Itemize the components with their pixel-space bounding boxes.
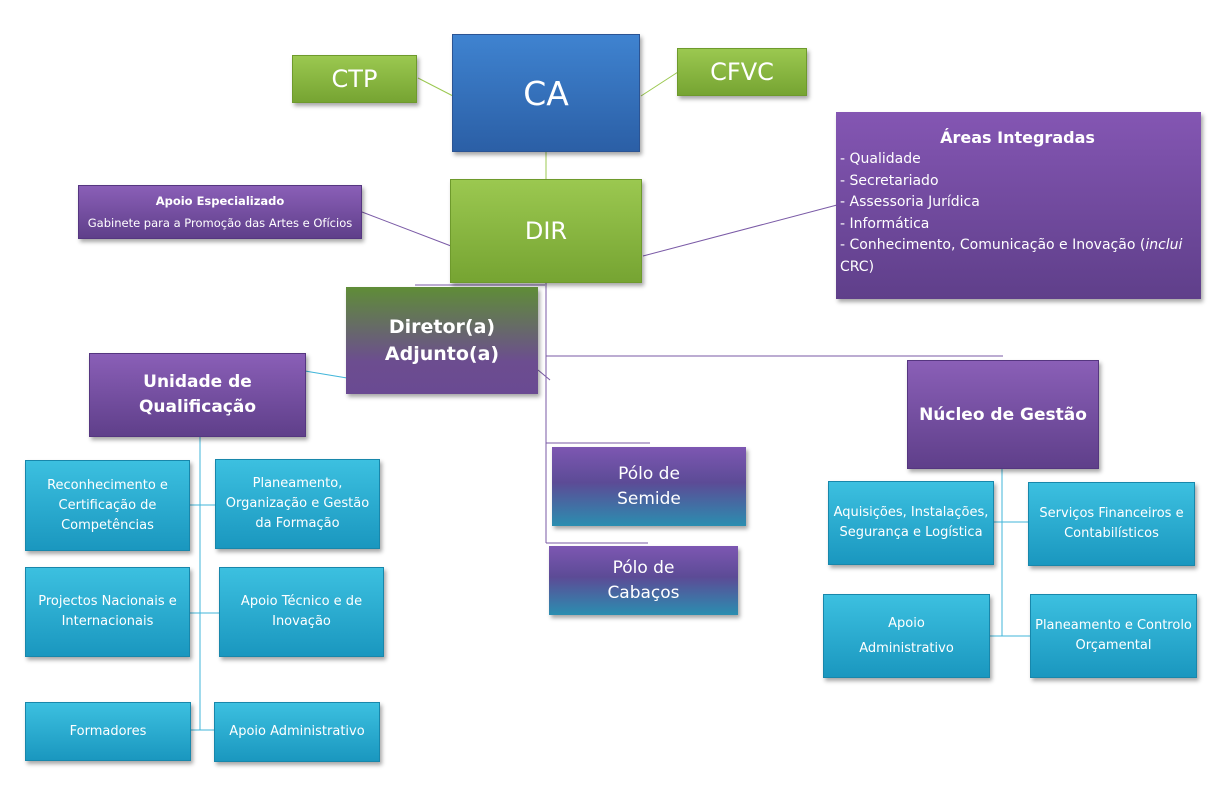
- areas-item-conhecimento-text: - Conhecimento, Comunicação e Inovação (: [840, 237, 1146, 253]
- uq-projectos-label: Projectos Nacionais e Internacionais: [38, 594, 177, 629]
- uq-formadores-label: Formadores: [69, 723, 147, 739]
- unidade-qualificacao-box: Unidade de Qualificação: [89, 353, 306, 437]
- apoio-especializado-title: Apoio Especializado: [155, 194, 285, 208]
- nucleo-gestao-box: Núcleo de Gestão: [907, 360, 1099, 469]
- ng-planeamento-label: Planeamento e Controlo Orçamental: [1035, 618, 1192, 653]
- areas-item-conhecimento: - Conhecimento, Comunicação e Inovação (…: [840, 235, 1195, 257]
- areas-integradas-title: Áreas Integradas: [940, 128, 1095, 147]
- ng-planeamento-box: Planeamento e Controlo Orçamental: [1030, 594, 1197, 678]
- uq-apoio-tecnico-box: Apoio Técnico e de Inovação: [219, 567, 384, 657]
- polo-semide-line2: Semide: [617, 488, 681, 509]
- ca-box: CA: [452, 34, 640, 152]
- uq-reconhecimento-box: Reconhecimento e Certificação de Competê…: [25, 460, 190, 551]
- areas-item-informatica: - Informática: [840, 215, 930, 232]
- areas-item-assessoria: - Assessoria Jurídica: [840, 194, 980, 210]
- uq-reconhecimento-label: Reconhecimento e Certificação de Competê…: [47, 477, 168, 533]
- dir-label: DIR: [524, 217, 568, 245]
- polo-semide-box: Pólo de Semide: [552, 447, 746, 526]
- diretor-adjunto-line1: Diretor(a): [388, 315, 496, 338]
- areas-item-italic: inclui: [1145, 237, 1183, 253]
- areas-item-qualidade: - Qualidade: [840, 151, 921, 167]
- uq-apoio-administrativo-box: Apoio Administrativo: [214, 702, 380, 762]
- dir-box: DIR: [450, 179, 642, 283]
- ctp-box: CTP: [292, 55, 417, 103]
- apoio-especializado-box: Apoio Especializado Gabinete para a Prom…: [78, 185, 362, 239]
- uq-planeamento-label: Planeamento, Organização e Gestão da For…: [225, 476, 370, 531]
- ng-administrativo-label: Administrativo: [859, 641, 954, 656]
- uq-apoio-administrativo-label: Apoio Administrativo: [229, 724, 365, 739]
- areas-item-tail: CRC): [840, 258, 875, 275]
- unidade-qualificacao-line1: Unidade de: [143, 372, 252, 392]
- ng-apoio-administrativo-box: Apoio Administrativo: [823, 594, 990, 678]
- diretor-adjunto-box: Diretor(a) Adjunto(a): [346, 287, 538, 394]
- cfvc-label: CFVC: [710, 58, 774, 86]
- areas-item-secretariado: - Secretariado: [840, 172, 939, 189]
- uq-planeamento-box: Planeamento, Organização e Gestão da For…: [215, 459, 380, 549]
- cfvc-box: CFVC: [677, 48, 807, 96]
- uq-projectos-box: Projectos Nacionais e Internacionais: [25, 567, 190, 657]
- ca-label: CA: [523, 73, 569, 113]
- uq-apoio-tecnico-label: Apoio Técnico e de Inovação: [240, 594, 363, 629]
- diretor-adjunto-line2: Adjunto(a): [384, 342, 500, 365]
- unidade-qualificacao-line2: Qualificação: [138, 397, 257, 417]
- ctp-label: CTP: [331, 65, 378, 93]
- ng-aquisicoes-box: Aquisições, Instalações, Segurança e Log…: [828, 481, 994, 565]
- areas-integradas-box: Áreas Integradas - Qualidade - Secretari…: [836, 112, 1201, 299]
- apoio-especializado-item: Gabinete para a Promoção das Artes e Ofí…: [87, 216, 353, 230]
- ng-servicos-financeiros-label: Serviços Financeiros e Contabilísticos: [1039, 506, 1184, 541]
- polo-cabacos-box: Pólo de Cabaços: [549, 546, 738, 615]
- polo-cabacos-line1: Pólo de: [612, 557, 675, 578]
- ng-apoio-label: Apoio: [888, 616, 925, 631]
- ng-servicos-financeiros-box: Serviços Financeiros e Contabilísticos: [1028, 482, 1195, 566]
- nucleo-gestao-title: Núcleo de Gestão: [919, 404, 1087, 425]
- polo-cabacos-line2: Cabaços: [607, 582, 680, 603]
- ng-aquisicoes-label: Aquisições, Instalações, Segurança e Log…: [833, 505, 989, 540]
- uq-formadores-box: Formadores: [25, 702, 191, 761]
- polo-semide-line1: Pólo de: [618, 463, 680, 484]
